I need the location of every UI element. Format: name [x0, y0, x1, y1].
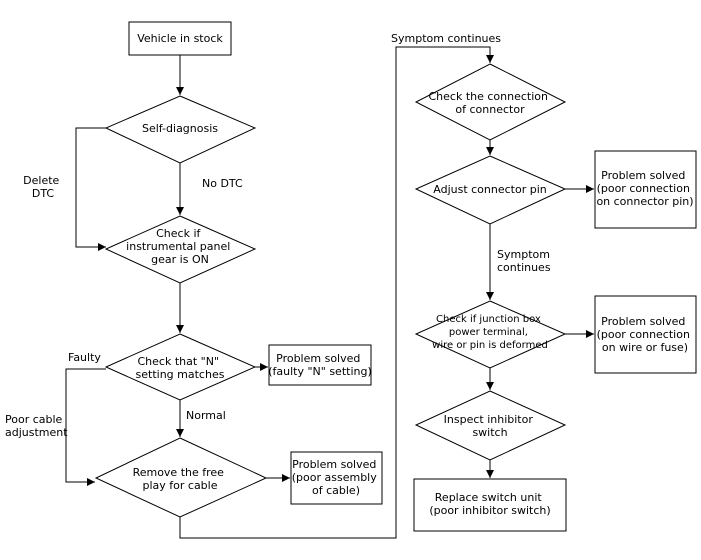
node-inspect-inhibitor-text: Inspect inhibitor switch — [444, 413, 537, 439]
node-check-n-setting: Check that "N" setting matches — [104, 333, 257, 401]
node-problem-wire-fuse-text: Problem solved (poor connection on wire … — [597, 315, 694, 354]
node-check-junction-box-text: Check if junction box power terminal, wi… — [432, 314, 548, 351]
node-problem-faulty-n: Problem solved (faulty "N" setting) — [268, 344, 372, 386]
node-adjust-connector-pin-text: Adjust connector pin — [433, 183, 547, 196]
node-check-connector: Check the connection of connector — [414, 63, 567, 141]
label-delete-dtc: Delete DTC — [23, 174, 63, 200]
node-problem-cable-assembly-text: Problem solved (poor assembly of cable) — [292, 458, 381, 497]
node-problem-cable-assembly: Problem solved (poor assembly of cable) — [290, 451, 383, 505]
label-poor-cable-adjustment: Poor cable adjustment — [5, 413, 68, 439]
node-vehicle-in-stock: Vehicle in stock — [128, 21, 232, 56]
node-problem-faulty-n-text: Problem solved (faulty "N" setting) — [268, 352, 372, 378]
arrow-delete-dtc-loop — [75, 127, 106, 251]
node-replace-switch-text: Replace switch unit (poor inhibitor swit… — [429, 491, 550, 517]
arrow-faulty-loop — [65, 368, 106, 486]
node-problem-connector-pin-text: Problem solved (poor connection on conne… — [596, 169, 693, 208]
label-no-dtc: No DTC — [202, 177, 243, 190]
node-inspect-inhibitor: Inspect inhibitor switch — [414, 390, 567, 461]
arrow-freeplay-to-connector — [179, 46, 494, 539]
node-remove-free-play-text: Remove the free play for cable — [133, 466, 228, 492]
node-adjust-connector-pin: Adjust connector pin — [414, 155, 567, 225]
connector-lines — [65, 46, 594, 539]
node-check-connector-text: Check the connection of connector — [429, 90, 552, 116]
label-symptom-continues-top: Symptom continues — [391, 32, 501, 45]
label-normal: Normal — [186, 409, 226, 422]
node-self-diagnosis-text: Self-diagnosis — [142, 122, 218, 135]
node-check-n-setting-text: Check that "N" setting matches — [136, 355, 225, 381]
node-problem-wire-fuse: Problem solved (poor connection on wire … — [594, 295, 697, 374]
label-faulty: Faulty — [68, 351, 101, 364]
node-check-instrument-panel: Check if instrumental panel gear is ON — [104, 215, 257, 284]
node-check-instrument-panel-text: Check if instrumental panel gear is ON — [126, 227, 234, 266]
node-self-diagnosis: Self-diagnosis — [104, 95, 257, 164]
node-vehicle-in-stock-text: Vehicle in stock — [137, 32, 223, 45]
label-symptom-continues-mid: Symptom continues — [497, 248, 553, 274]
node-replace-switch: Replace switch unit (poor inhibitor swit… — [413, 478, 567, 532]
node-check-junction-box: Check if junction box power terminal, wi… — [414, 300, 567, 369]
node-problem-connector-pin: Problem solved (poor connection on conne… — [594, 150, 697, 229]
node-remove-free-play: Remove the free play for cable — [94, 437, 268, 518]
